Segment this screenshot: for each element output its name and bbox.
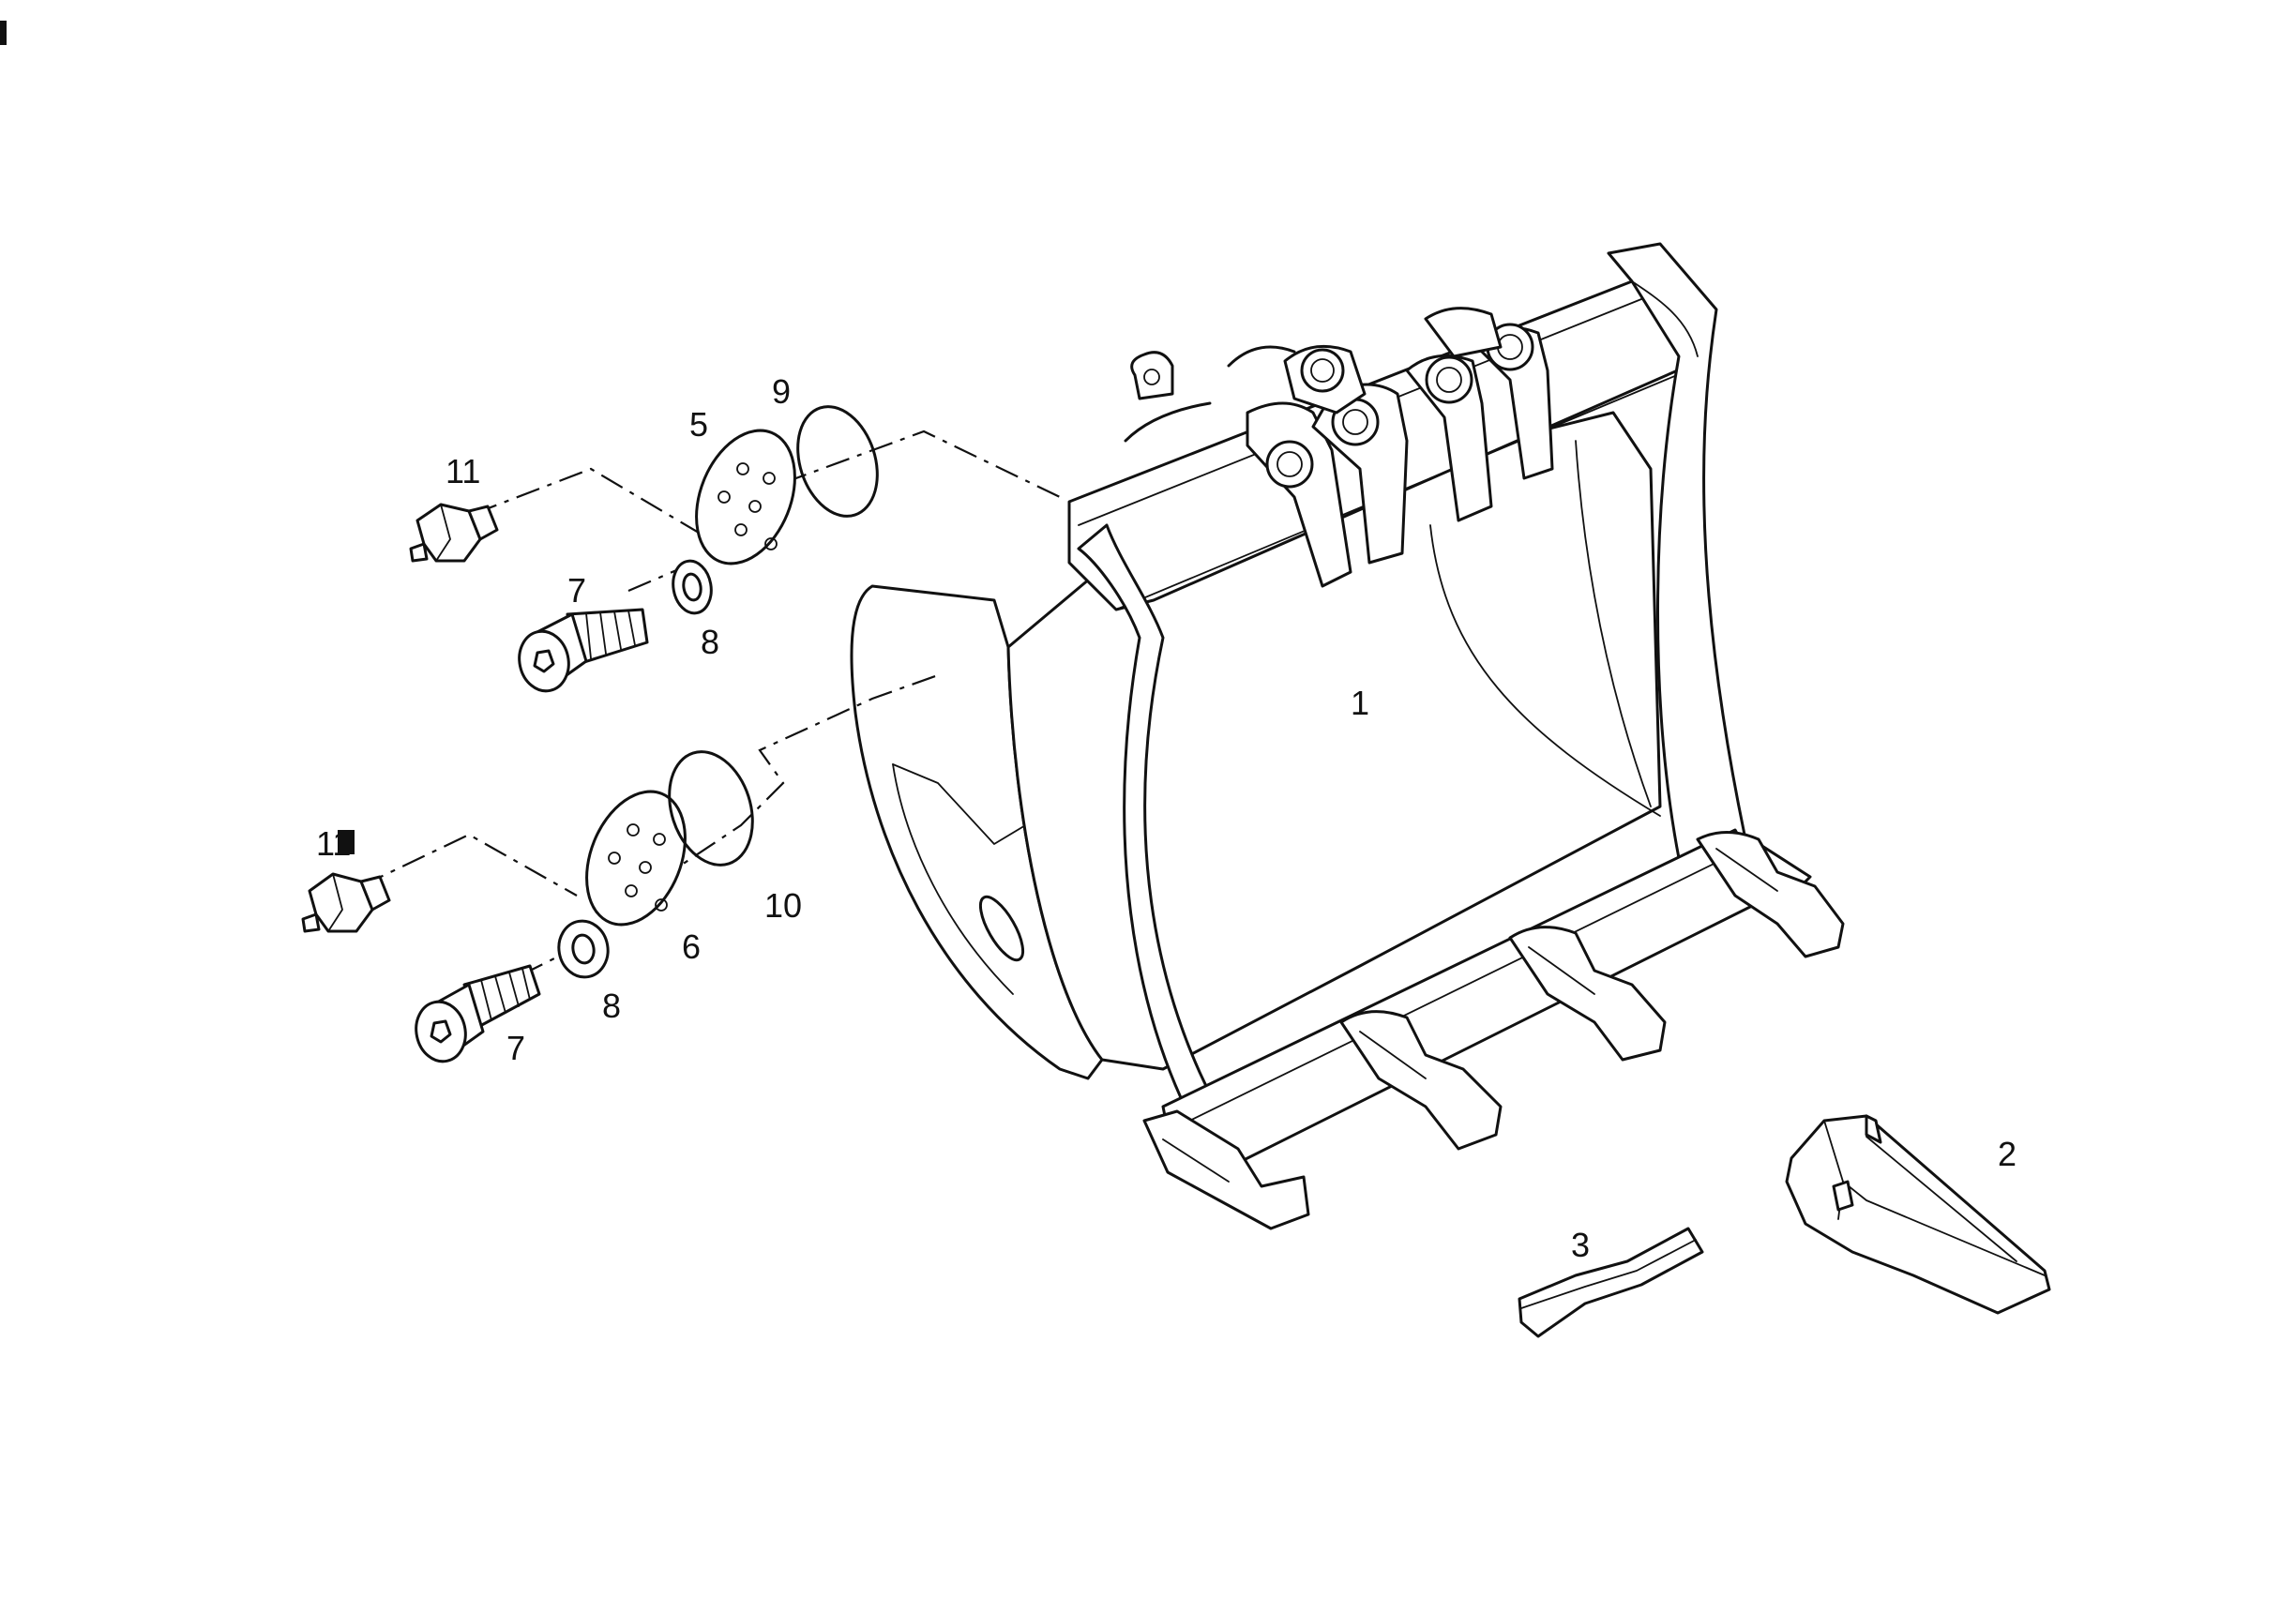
label-upper-bolt: 7 [567,571,586,610]
callout-labels: 1 2 3 5 6 7 7 8 8 9 10 11 11 [316,372,2017,1264]
upper-cover-plate [695,429,796,565]
lower-washer [557,919,610,979]
label-retainer: 3 [1571,1226,1590,1264]
upper-o-ring [796,405,879,518]
lower-cover-plate [585,790,687,927]
lower-grease-nipple [301,872,391,933]
label-bucket: 1 [1351,684,1369,722]
tooth-retainer [1518,1227,1704,1338]
label-tooth: 2 [1998,1135,2017,1173]
label-lower-cover: 6 [682,927,701,966]
bucket-body [850,242,1845,1230]
label-lower-o-ring: 10 [764,886,802,925]
label-marker-block [338,830,355,854]
upper-washer [672,559,713,615]
bucket-hinge-lugs [1124,307,1554,588]
label-lower-washer: 8 [602,987,621,1025]
lower-o-ring [668,750,754,867]
bucket-tooth-adapters [1142,831,1845,1230]
bucket-tooth [1785,1114,2051,1315]
label-upper-cover: 5 [689,405,708,444]
label-upper-o-ring: 9 [772,372,791,411]
label-upper-washer: 8 [701,623,719,661]
upper-bolt [518,608,649,693]
bucket-side-slot [978,895,1025,962]
upper-grease-nipple [409,503,499,563]
label-upper-grease-nipple: 11 [446,452,480,490]
label-lower-bolt: 7 [506,1029,525,1067]
lower-bolt [415,964,541,1063]
corner-mark [0,21,7,45]
